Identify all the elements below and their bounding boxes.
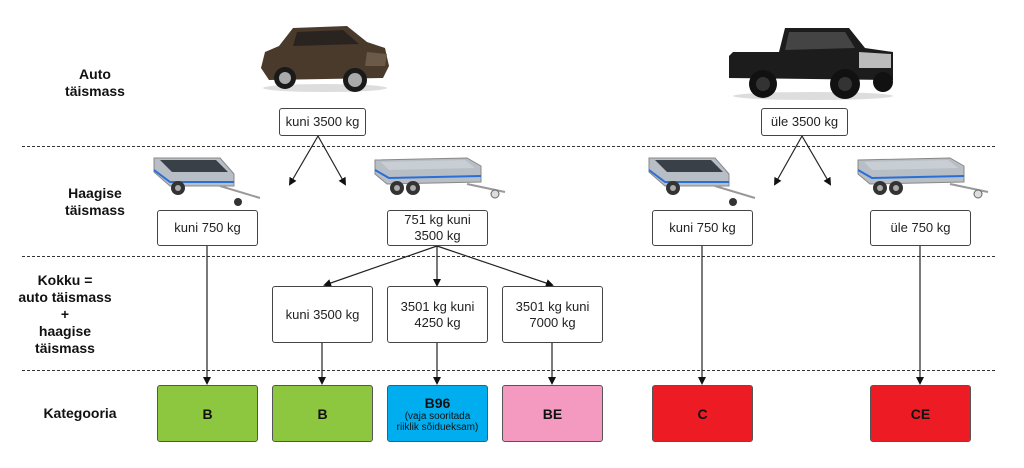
category-box-ce: CE [870, 385, 971, 442]
trailer-mass-box-b1: kuni 750 kg [157, 210, 258, 246]
trailer-mass-b2-line2: 3500 kg [414, 228, 461, 243]
category-box-b96: B96 (vaja sooritada riiklik sõidueksam) [387, 385, 488, 442]
total-mass-2-line1: 3501 kg kuni [400, 298, 475, 314]
arrow-car-left-to-trailer-large [317, 135, 346, 186]
category-box-b-1: B [157, 385, 258, 442]
row-label-category: Kategooria [43, 405, 117, 421]
divider-3 [22, 370, 995, 371]
divider-2 [22, 256, 995, 257]
divider-1 [22, 146, 995, 147]
total-mass-3-line2: 7000 kg [529, 314, 576, 330]
total-mass-box-2: 3501 kg kuni 4250 kg [387, 286, 488, 343]
total-mass-box-1: kuni 3500 kg [272, 286, 373, 343]
category-box-b-2: B [272, 385, 373, 442]
arrow-car-right-to-trailer-large [801, 135, 832, 186]
category-box-be: BE [502, 385, 603, 442]
row-label-line: täismass [35, 340, 95, 356]
row-label-line: täismass [65, 202, 125, 218]
arrow-trailer-b2-to-total-1 [323, 245, 438, 287]
single-axle-trailer-image [648, 157, 756, 206]
category-note-line2: riiklik sõidueksam) [396, 421, 479, 433]
row-label-line: haagise [38, 323, 92, 339]
suv-car-image [261, 26, 389, 92]
category-note-line1: (vaja sooritada [404, 410, 471, 422]
trailer-mass-b2-line1: 751 kg kuni [404, 212, 471, 227]
row-label-line: auto täismass [18, 289, 112, 305]
row-label-line: täismass [65, 83, 125, 99]
row-label-line: Haagise [68, 185, 122, 201]
pickup-truck-image [729, 28, 893, 100]
category-label: B96 [424, 394, 451, 411]
trailer-mass-box-c2: üle 750 kg [870, 210, 971, 246]
arrow-car-right-to-trailer-small [774, 135, 803, 186]
category-label: C [697, 405, 708, 422]
row-label-line: Auto [79, 66, 111, 82]
total-mass-box-3: 3501 kg kuni 7000 kg [502, 286, 603, 343]
trailer-mass-box-c1: kuni 750 kg [652, 210, 753, 246]
row-label-total-mass: Kokku = auto täismass + haagise täismass [5, 272, 125, 357]
trailer-mass-box-b2: 751 kg kuni 3500 kg [387, 210, 488, 246]
double-axle-trailer-image [857, 157, 989, 199]
category-label: B [202, 405, 213, 422]
arrow-trailer-b2-to-total-3 [436, 245, 554, 287]
category-label: BE [542, 405, 563, 422]
single-axle-trailer-image [153, 157, 261, 206]
total-mass-3-line1: 3501 kg kuni [515, 298, 590, 314]
row-label-auto-mass: Auto täismass [40, 66, 150, 100]
row-label-line: + [60, 306, 70, 322]
double-axle-trailer-image [374, 157, 506, 199]
car-mass-box-left: kuni 3500 kg [279, 108, 366, 136]
row-label-line: Kokku = [37, 272, 93, 288]
category-label: B [317, 405, 328, 422]
arrow-car-left-to-trailer-small [288, 135, 319, 186]
category-label: CE [910, 405, 931, 422]
total-mass-2-line2: 4250 kg [414, 314, 461, 330]
category-box-c: C [652, 385, 753, 442]
row-label-trailer-mass: Haagise täismass [40, 185, 150, 219]
car-mass-box-right: üle 3500 kg [761, 108, 848, 136]
